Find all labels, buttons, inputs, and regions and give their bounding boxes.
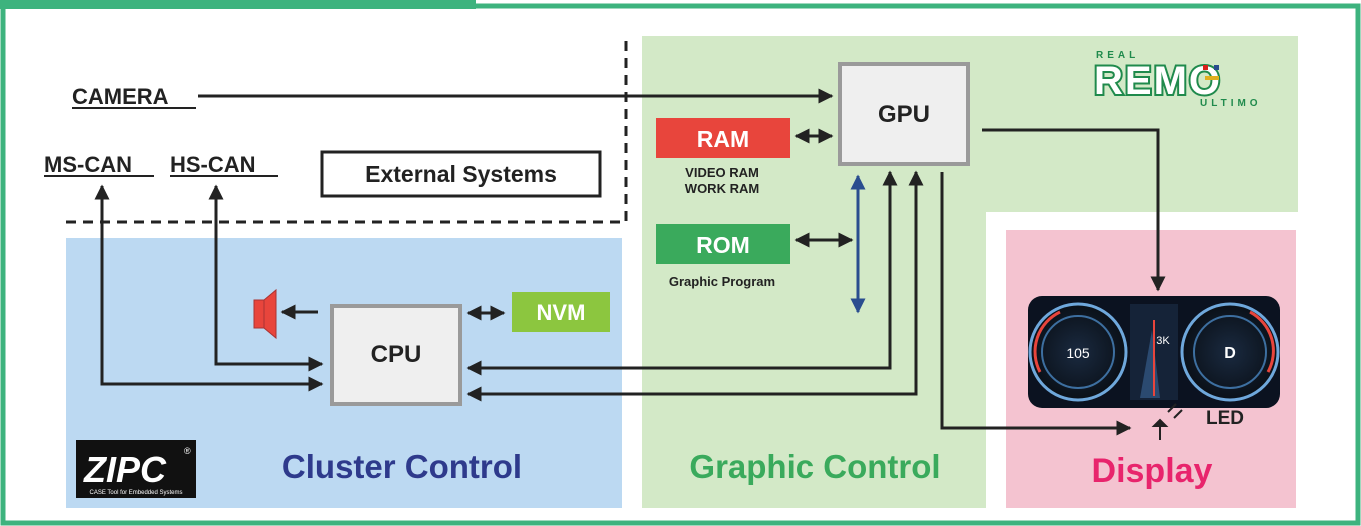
display-title: Display <box>1092 452 1213 490</box>
left-gauge <box>1028 302 1128 402</box>
dash-right-value: D <box>1224 345 1236 362</box>
hs-can-label: HS-CAN <box>170 152 256 177</box>
ram-box <box>656 118 790 158</box>
cpu-label: CPU <box>371 341 422 368</box>
ms-can-label: MS-CAN <box>44 152 132 177</box>
rom-label: ROM <box>696 232 750 258</box>
ram-sublabel-work: WORK RAM <box>685 181 759 196</box>
gpu-label: GPU <box>878 101 930 128</box>
dashboard-image: 105 D 3K <box>1028 296 1280 408</box>
zipc-registered: ® <box>184 446 191 456</box>
cluster-control-title: Cluster Control <box>282 448 522 485</box>
remo-top-text: REAL <box>1096 50 1139 61</box>
gpu-display-arrow <box>982 128 1166 292</box>
dash-center-value: 3K <box>1156 335 1170 347</box>
external-boundary <box>66 36 628 224</box>
gpu-cpu-arrow-2 <box>466 170 924 402</box>
zipc-logo: ZIPC ® CASE Tool for Embedded Systems <box>76 440 196 498</box>
external-systems-label: External Systems <box>365 161 557 187</box>
remo-bottom-text: ULTIMO <box>1200 98 1262 109</box>
zipc-logo-text: ZIPC <box>83 449 167 490</box>
led-label: LED <box>1206 408 1244 429</box>
ram-label: RAM <box>697 126 749 152</box>
outer-frame <box>0 3 1361 526</box>
gpu-box <box>838 62 970 166</box>
graphic-control-title: Graphic Control <box>689 448 940 485</box>
connection-arrows <box>94 88 1166 436</box>
nvm-label: NVM <box>537 300 586 325</box>
ms-can-cpu-arrow <box>94 184 324 392</box>
cpu-box <box>330 304 462 406</box>
zipc-tagline: CASE Tool for Embedded Systems <box>90 490 183 496</box>
remo-logo: REAL REMO ULTIMO <box>1092 50 1262 109</box>
led-icon <box>1151 403 1183 440</box>
ram-sublabel-video: VIDEO RAM <box>685 165 759 180</box>
remo-main-text: REMO <box>1094 59 1222 103</box>
hs-can-cpu-arrow <box>208 184 324 372</box>
camera-label: CAMERA <box>72 84 169 109</box>
rom-sublabel: Graphic Program <box>669 274 775 289</box>
dash-left-value: 105 <box>1066 345 1090 361</box>
gpu-led-arrow <box>940 172 1132 436</box>
right-gauge <box>1180 302 1280 402</box>
